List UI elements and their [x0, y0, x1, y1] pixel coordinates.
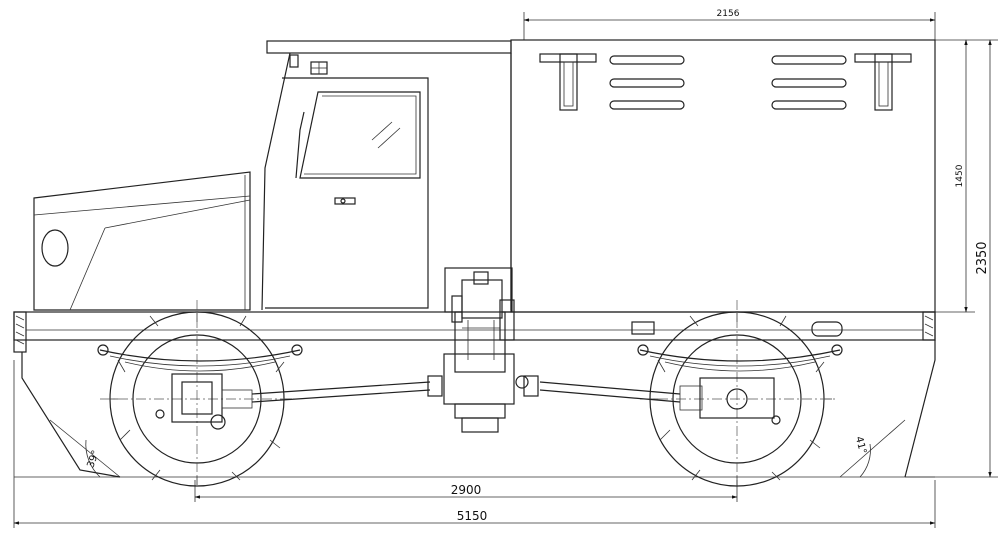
rear-wheel: [640, 300, 835, 487]
angle-arcs: [49, 419, 906, 478]
cab: [261, 40, 512, 311]
dim-overall-length: 5150: [457, 509, 488, 523]
dim-section-height: 1450: [955, 164, 965, 187]
dim-wheelbase: 2900: [451, 483, 482, 497]
front-axle-hub: [155, 373, 253, 430]
departure-angle: 41°: [853, 435, 868, 455]
wiper: [295, 111, 305, 179]
transfer-case: [443, 267, 529, 433]
front-hood: [33, 171, 251, 311]
rear-leaf-spring: [631, 321, 843, 372]
headlight-icon: [41, 229, 69, 267]
dim-overall-height: 2350: [975, 241, 990, 274]
rear-axle-hub: [679, 377, 781, 425]
drive-shafts: [251, 375, 681, 403]
side-mirror: [289, 54, 299, 68]
chassis-frame: [13, 311, 936, 478]
cargo-box: [510, 39, 936, 313]
dimension-lines: [13, 12, 998, 528]
door-handle-icon: [334, 197, 356, 205]
front-wheel: [100, 300, 295, 487]
approach-angle: 39°: [85, 449, 101, 469]
dim-top-width: 2156: [717, 9, 740, 19]
front-leaf-spring: [97, 344, 303, 372]
